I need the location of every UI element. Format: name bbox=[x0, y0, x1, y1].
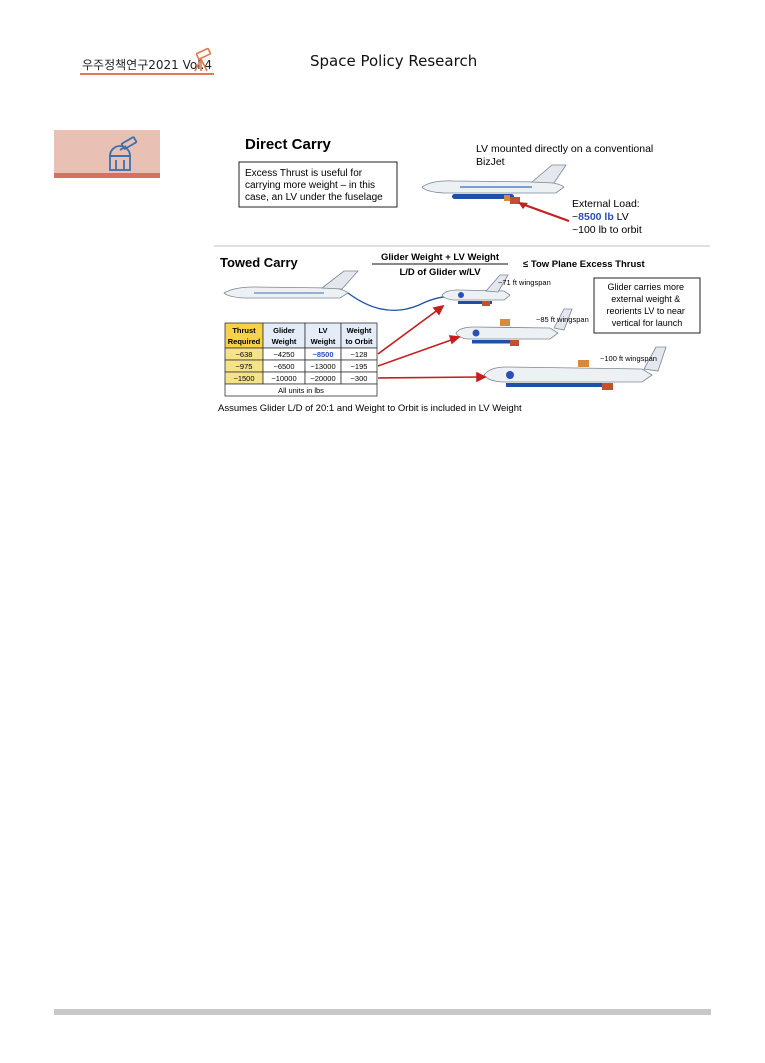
glider-callout-box bbox=[593, 277, 701, 334]
glider-2 bbox=[455, 308, 573, 346]
wingspan-label-2: ~85 ft wingspan bbox=[536, 315, 589, 324]
header-rule bbox=[80, 73, 214, 75]
assumption-note: Assumes Glider L/D of 20:1 and Weight to… bbox=[218, 403, 522, 414]
formula-numerator: Glider Weight + LV Weight bbox=[381, 252, 500, 263]
excess-thrust-box bbox=[238, 161, 398, 208]
wingspan-label-3: ~100 ft wingspan bbox=[600, 354, 657, 363]
site-title: Space Policy Research bbox=[310, 52, 478, 70]
glider-callout-text: Glider carries more external weight & re… bbox=[607, 282, 688, 328]
glider-3 bbox=[483, 346, 667, 390]
wingspan-label-1: ~71 ft wingspan bbox=[498, 278, 551, 287]
orbit-payload-text: ~100 lb to orbit bbox=[572, 224, 642, 236]
journal-name: 우주정책연구2021 Vol.4 bbox=[82, 58, 212, 72]
table-cell: ~20000 bbox=[310, 374, 335, 383]
observatory-icon bbox=[109, 136, 138, 171]
load-arrowhead bbox=[518, 202, 528, 209]
table-cell: ~8500 bbox=[312, 350, 333, 359]
bizjet-with-lv bbox=[421, 164, 567, 204]
table-footer: All units in lbs bbox=[278, 386, 324, 395]
formula-denominator: L/D of Glider w/LV bbox=[399, 267, 481, 278]
external-load-value: ~8500 lb LV bbox=[572, 211, 629, 223]
table-cell: ~10000 bbox=[271, 374, 296, 383]
glider-1 bbox=[441, 274, 511, 306]
table-cell: ~638 bbox=[236, 350, 253, 359]
towed-carry-heading: Towed Carry bbox=[220, 255, 299, 270]
carry-methods-figure: Direct Carry Excess Thrust is useful for… bbox=[214, 136, 710, 414]
table-cell: ~13000 bbox=[310, 362, 335, 371]
footer-bar bbox=[54, 1009, 711, 1015]
table-cell: ~975 bbox=[236, 362, 253, 371]
table-cell: ~4250 bbox=[273, 350, 294, 359]
mount-description: LV mounted directly on a conventional Bi… bbox=[476, 143, 656, 168]
excess-thrust-text: Excess Thrust is useful for carrying mor… bbox=[245, 168, 383, 203]
external-load-text: External Load: bbox=[572, 198, 640, 210]
formula-rhs: ≤ Tow Plane Excess Thrust bbox=[523, 259, 646, 270]
direct-carry-heading: Direct Carry bbox=[245, 136, 332, 153]
table-cell: ~128 bbox=[351, 350, 368, 359]
table-cell: ~300 bbox=[351, 374, 368, 383]
load-arrow bbox=[521, 202, 570, 223]
tow-plane bbox=[223, 270, 359, 299]
telescope-icon bbox=[194, 47, 212, 72]
table-cell: ~195 bbox=[351, 362, 368, 371]
row-arrows bbox=[377, 304, 487, 383]
table-cell: ~1500 bbox=[233, 374, 254, 383]
table-cell: ~6500 bbox=[273, 362, 294, 371]
section-badge bbox=[54, 130, 160, 178]
